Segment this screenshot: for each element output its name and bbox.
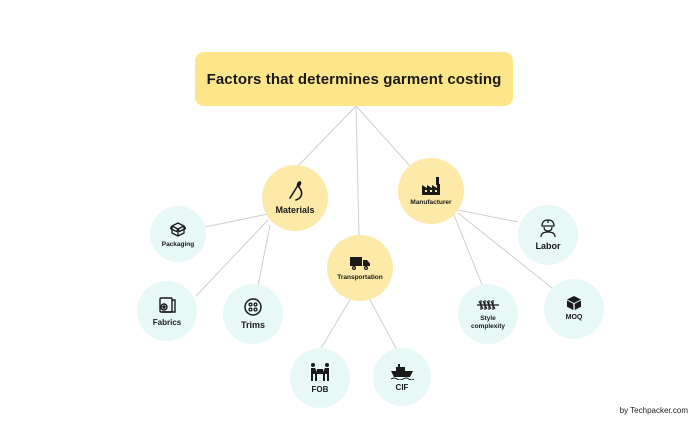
worker-icon	[538, 218, 558, 238]
diagram-title-box: Factors that determines garment costing	[195, 52, 513, 106]
moq-label: MOQ	[565, 314, 583, 322]
edge-manufacturer-style-complexity	[453, 214, 484, 288]
node-manufacturer: Manufacturer	[398, 158, 464, 224]
box-icon	[169, 220, 187, 238]
node-fabrics: Fabrics	[137, 281, 197, 341]
node-materials: Materials	[262, 165, 328, 231]
edge-transportation-cif	[368, 297, 398, 351]
edge-manufacturer-moq	[457, 212, 558, 293]
fabrics-label: Fabrics	[152, 317, 182, 327]
node-fob: FOB	[290, 348, 350, 408]
button-icon	[243, 297, 263, 317]
edge-title-transportation	[355, 105, 360, 238]
transportation-label: Transportation	[337, 273, 383, 281]
needle-thread-icon	[284, 180, 306, 202]
labor-label: Labor	[535, 241, 561, 252]
diagram-title: Factors that determines garment costing	[206, 70, 502, 88]
node-labor: Labor	[518, 205, 578, 265]
truck-icon	[349, 255, 371, 271]
edge-manufacturer-labor	[457, 209, 519, 223]
edge-materials-trims	[257, 224, 271, 287]
fob-label: FOB	[311, 384, 329, 394]
fabric-roll-icon	[157, 295, 177, 315]
materials-label: Materials	[275, 205, 315, 216]
style-complexity-label: Style complexity	[471, 315, 505, 330]
credit-text: by Techpacker.com	[619, 406, 688, 415]
node-packaging: Packaging	[150, 206, 206, 262]
stitch-icon	[476, 298, 500, 312]
ship-icon	[390, 362, 415, 381]
node-moq: MOQ	[544, 279, 604, 339]
handover-icon	[309, 362, 331, 382]
trims-label: Trims	[240, 320, 265, 331]
manufacturer-label: Manufacturer	[410, 198, 452, 206]
edge-materials-packaging	[204, 213, 269, 228]
factory-icon	[420, 176, 442, 196]
node-trims: Trims	[223, 284, 283, 344]
node-style-complexity: Style complexity	[458, 284, 518, 344]
edge-title-materials	[295, 105, 357, 169]
cube-icon	[566, 295, 582, 311]
edge-title-manufacturer	[355, 105, 411, 167]
edge-transportation-fob	[319, 297, 352, 351]
packaging-label: Packaging	[161, 240, 195, 248]
node-transportation: Transportation	[327, 235, 393, 301]
node-cif: CIF	[373, 348, 431, 406]
edge-materials-fabrics	[195, 219, 269, 297]
cif-label: CIF	[395, 382, 409, 392]
